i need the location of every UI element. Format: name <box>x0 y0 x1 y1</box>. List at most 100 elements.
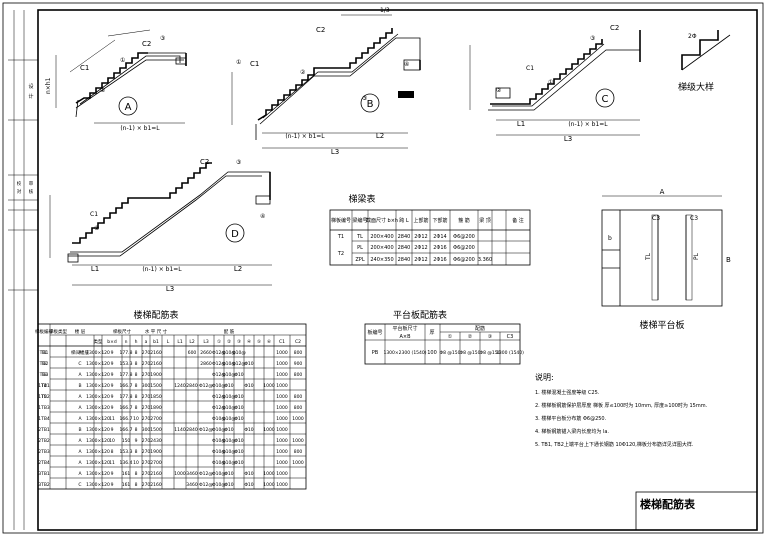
stair-cell: 8 <box>135 427 138 433</box>
stair-cell: 2660 <box>200 350 212 356</box>
stair-cell: Φ10 <box>244 361 253 367</box>
land-r0c4: Φ8 @150 <box>460 350 481 356</box>
stair-cell: 3TB2 <box>38 482 50 488</box>
stair-side-code: T3 <box>40 372 47 378</box>
dim-run-a: (n-1) × b1=L <box>120 125 160 132</box>
stair-cell: 300 <box>142 383 151 389</box>
plan-b: b <box>608 235 612 242</box>
inner-border <box>37 9 758 531</box>
stair-cell: Φ10@ <box>222 449 236 455</box>
stair-sub-header: L <box>167 339 170 345</box>
stair-cell: 270 <box>142 372 151 378</box>
stair-cell: 1TB1 <box>38 383 50 389</box>
beam-r2c5: 2Φ16 <box>433 257 446 263</box>
beam-r0c4: 2Φ12 <box>414 234 427 240</box>
detail-label-d: D <box>231 229 239 240</box>
dim-height-a: n×h1 <box>45 77 52 94</box>
stair-cell: 1300×120 <box>86 460 110 466</box>
stair-cell: 1000 <box>263 471 275 477</box>
stair-side-code: T4 <box>40 383 47 389</box>
stair-cell: 9 <box>111 427 114 433</box>
stair-cell: 1900 <box>150 449 162 455</box>
stair-cell: Φ10@ <box>222 394 236 400</box>
stair-cell: 2700 <box>150 460 162 466</box>
stair-cell: Φ10 <box>234 449 243 455</box>
stair-cell: Φ10 <box>234 438 243 444</box>
bar-3-d: ③ <box>236 159 241 166</box>
bar-2-c: ② <box>496 87 502 94</box>
land-s5: ③ <box>488 334 492 340</box>
stair-top-header: 配 筋 <box>224 328 235 335</box>
stair-cell: 161 <box>122 482 131 488</box>
stair-cell: 2160 <box>150 471 162 477</box>
stair-cell: 1000 <box>276 361 288 367</box>
beam-r1c2: 200×400 <box>370 245 393 251</box>
stair-cell: 270 <box>142 438 151 444</box>
bar-3-b: ③ <box>362 95 367 102</box>
stair-cell: Φ10@ <box>212 482 226 488</box>
stair-cell: Φ10 <box>234 460 243 466</box>
stair-cell: 1000 <box>174 471 186 477</box>
beam-table: 梯梁表 梯板编号 梁编号 截面尺寸 b×h 跨 L 上部筋 下部筋 箍 筋 梁 … <box>329 193 531 266</box>
bar-2-a: ② <box>100 87 106 94</box>
stair-cell: A <box>78 460 82 466</box>
stair-cell: 166.7 <box>120 427 133 433</box>
stair-cell: 1500 <box>150 383 162 389</box>
dim-c1-c: C1 <box>526 65 534 72</box>
stair-detail-a: C2 C1 ① ② ③ A (n-1) × b1=L n×h1 <box>45 29 187 132</box>
stair-cell: Φ10@ <box>222 361 236 367</box>
dim-run-b: (n-1) × b1=L <box>285 133 325 140</box>
stair-cell: 161 <box>122 471 131 477</box>
stair-cell: 270 <box>142 361 151 367</box>
stair-cell: 270 <box>142 460 151 466</box>
stair-cell: 1500 <box>150 427 162 433</box>
stair-cell: 270 <box>142 471 151 477</box>
stair-cell: 1300×120 <box>86 471 110 477</box>
plan-dim-b: B <box>726 256 731 264</box>
plan-dim-c3b: C3 <box>690 215 698 222</box>
stair-cell: 1300×120 <box>86 383 110 389</box>
stair-cell: 1300×120 <box>86 361 110 367</box>
stair-cell: B <box>78 383 81 389</box>
note-2: 2. 楼梯板钢筋保护层厚度 梯板 厚≤100时为 10mm, 厚度≥100时为 … <box>535 402 708 409</box>
stair-cell: Φ10@ <box>212 416 226 422</box>
dim-c1-a: C1 <box>80 64 89 72</box>
stair-side-code: T1 <box>40 350 47 356</box>
stair-cell: 8 <box>135 405 138 411</box>
stair-sub-header: h <box>135 339 138 345</box>
stair-cell: 2840 <box>186 427 198 433</box>
beam-r0c3: 2840 <box>398 234 411 240</box>
stair-sub-header: L3 <box>203 339 209 345</box>
stair-sub-header: n <box>125 340 128 345</box>
stair-cell: 1890 <box>150 405 162 411</box>
detail-label-a: A <box>125 102 132 113</box>
beam-r2c6: Φ6@200 <box>453 257 475 263</box>
stair-cell: 270 <box>142 416 151 422</box>
stair-cell: Φ12@ <box>232 361 246 367</box>
landing-table-title: 平台板配筋表 <box>393 309 447 321</box>
stair-cell: 1300×120 <box>86 482 110 488</box>
land-r0c1: 1300×2300 (1540) <box>383 350 426 356</box>
dim-l3-b: L3 <box>331 148 339 156</box>
stair-cell: 9 <box>111 383 114 389</box>
beam-r1c0: T2 <box>337 251 344 257</box>
stair-cell: 1TB2 <box>38 394 50 400</box>
stair-cell: 1000 <box>276 394 288 400</box>
stair-sub-header: C1 <box>279 339 285 345</box>
stair-cell: 1000 <box>276 383 288 389</box>
stair-sub-header: ② <box>227 339 231 345</box>
strip-label-6: 核 <box>29 188 34 195</box>
detail-label-c: C <box>602 94 609 105</box>
land-s4: ② <box>468 334 473 340</box>
beam-r0c1: TL <box>356 234 363 240</box>
stair-cell: 11 <box>109 460 115 466</box>
stair-cell: 2160 <box>150 350 162 356</box>
stair-cell: Φ10@ <box>232 350 246 356</box>
stair-cell: Φ10 <box>244 482 253 488</box>
stair-sub-header: ① <box>217 339 221 345</box>
stair-cell: A <box>78 350 82 356</box>
bar-3-c: ③ <box>590 35 595 42</box>
stair-cell: Φ12@ <box>199 471 213 477</box>
strip-label-1: 设 <box>28 83 33 90</box>
